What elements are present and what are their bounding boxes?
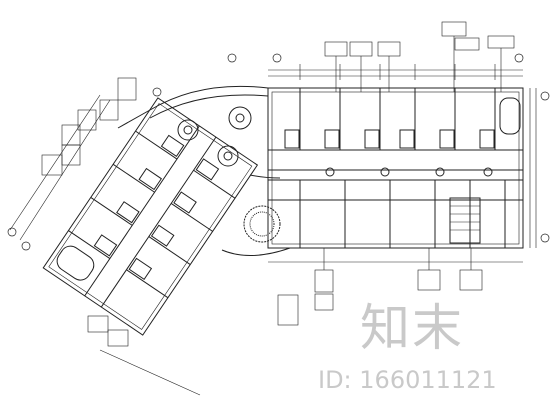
callout-tags [41,21,515,347]
right-wing [267,87,524,249]
grid-bubbles [7,53,550,251]
left-wing [42,97,259,336]
watermark-logo: 知末 [360,299,464,357]
lobby-area [117,85,291,257]
watermark-id: ID: 166011121 [318,366,497,394]
dimension-lines [9,64,537,396]
